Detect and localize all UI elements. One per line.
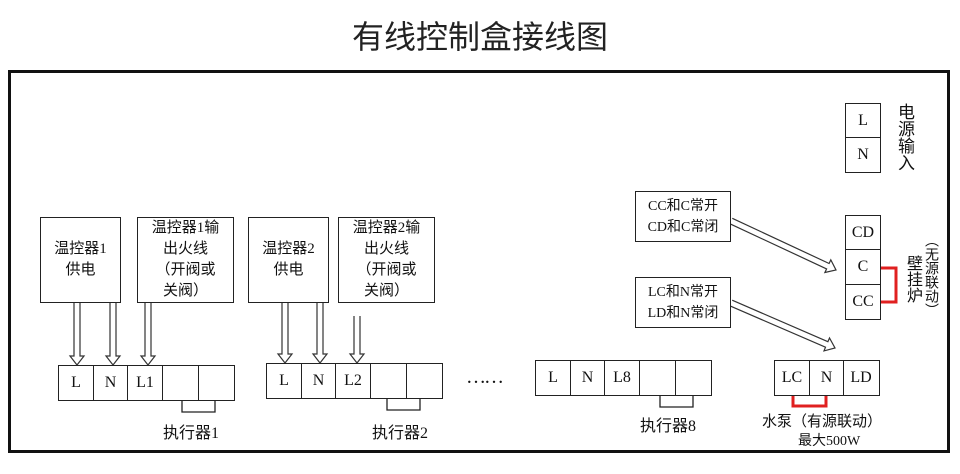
thermostat1-power-box: 温控器1 供电 <box>40 217 121 303</box>
wire-arrow <box>348 316 366 364</box>
actuator8-bracket <box>659 395 694 408</box>
actuator2-terminal-block: L N L2 <box>265 363 443 399</box>
thermostat2-output-box: 温控器2输 出火线 （开阀或 关阀） <box>338 217 435 303</box>
boiler-wire-arrow <box>729 217 837 274</box>
actuator1-terminal-block: L N L1 <box>57 365 235 401</box>
terminal <box>639 360 676 396</box>
actuator2-label: 执行器2 <box>372 425 429 442</box>
actuator2-bracket <box>386 399 421 411</box>
power-input-terminal-block: L N <box>845 102 881 173</box>
thermostat2-power-box: 温控器2 供电 <box>248 217 329 303</box>
pump-note-box: LC和N常开 LD和N常闭 <box>635 277 731 328</box>
terminal: L <box>265 363 303 399</box>
wire-arrow <box>311 302 329 364</box>
terminal: LD <box>842 360 880 396</box>
boiler-terminal-block: CD C CC <box>845 214 881 320</box>
actuator1-label: 执行器1 <box>163 425 220 442</box>
terminal <box>197 365 235 401</box>
actuator8-label: 执行器8 <box>640 418 697 435</box>
thermostat1-output-box: 温控器1输 出火线 （开阀或 关阀） <box>137 217 234 303</box>
pump-terminal-block: LC N LD <box>773 360 880 396</box>
boiler-sublabel: （无源联动） <box>923 233 938 317</box>
wire-arrow <box>104 302 122 366</box>
page-title: 有线控制盒接线图 <box>351 19 608 55</box>
ellipsis: …… <box>466 366 504 388</box>
control-box-frame <box>8 70 950 453</box>
pump-jumper-wire <box>791 395 828 408</box>
terminal <box>674 360 712 396</box>
terminal: N <box>301 363 336 399</box>
terminal: L <box>57 365 95 401</box>
wire-arrow <box>139 302 157 366</box>
power-input-label: 电源输入 <box>895 103 914 171</box>
terminal: CD <box>845 214 881 251</box>
terminal: L <box>534 360 572 396</box>
terminal <box>162 365 199 401</box>
actuator8-terminal-block: L N L8 <box>534 360 712 396</box>
boiler-note-box: CC和C常开 CD和C常闭 <box>635 191 731 242</box>
terminal: N <box>93 365 128 401</box>
terminal: LC <box>773 360 811 396</box>
terminal: C <box>845 249 881 285</box>
actuator1-bracket <box>181 400 216 413</box>
terminal: N <box>809 360 844 396</box>
terminal <box>405 363 443 399</box>
terminal <box>370 363 407 399</box>
wire-arrow <box>68 302 86 366</box>
pump-label: 水泵（有源联动） <box>762 414 883 430</box>
wire-arrow <box>276 302 294 364</box>
pump-sublabel: 最大500W <box>798 434 861 449</box>
pump-wire-arrow <box>729 299 836 352</box>
boiler-label: 壁挂炉 <box>904 255 921 303</box>
terminal: L2 <box>334 363 372 399</box>
terminal: CC <box>845 283 881 320</box>
terminal: L1 <box>126 365 164 401</box>
boiler-jumper-wire <box>880 266 898 304</box>
terminal: L <box>845 102 881 139</box>
terminal: N <box>845 137 881 173</box>
terminal: L8 <box>603 360 641 396</box>
terminal: N <box>570 360 605 396</box>
